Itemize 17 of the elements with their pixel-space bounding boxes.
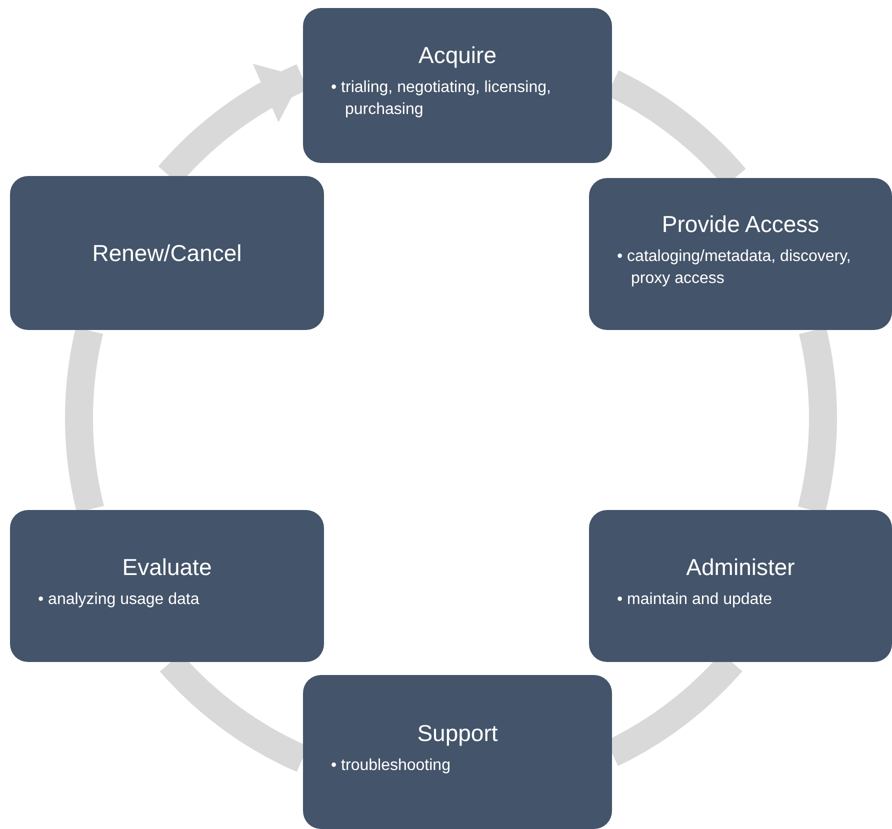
box-heading: Renew/Cancel xyxy=(91,240,243,266)
process-box xyxy=(303,8,612,163)
box-heading: Provide Access xyxy=(660,210,820,238)
box-heading: Administer xyxy=(685,554,796,581)
box-heading: Support xyxy=(416,720,499,747)
process-box xyxy=(303,675,612,829)
box-heading: Evaluate xyxy=(121,554,213,581)
process-box xyxy=(589,510,892,662)
bullet-text: • cataloging/metadata, discovery, proxy access xyxy=(617,246,852,288)
bullet-text: • analyzing usage data xyxy=(38,590,200,610)
bullet-text: • maintain and update xyxy=(617,590,774,610)
bullet-text: • trialing, negotiating, licensing, purchasing xyxy=(331,78,552,120)
box-heading: Acquire xyxy=(418,42,498,70)
process-box xyxy=(10,510,324,662)
process-box xyxy=(10,176,324,330)
process-box xyxy=(589,178,892,330)
bullet-text: • troubleshooting xyxy=(331,756,452,776)
